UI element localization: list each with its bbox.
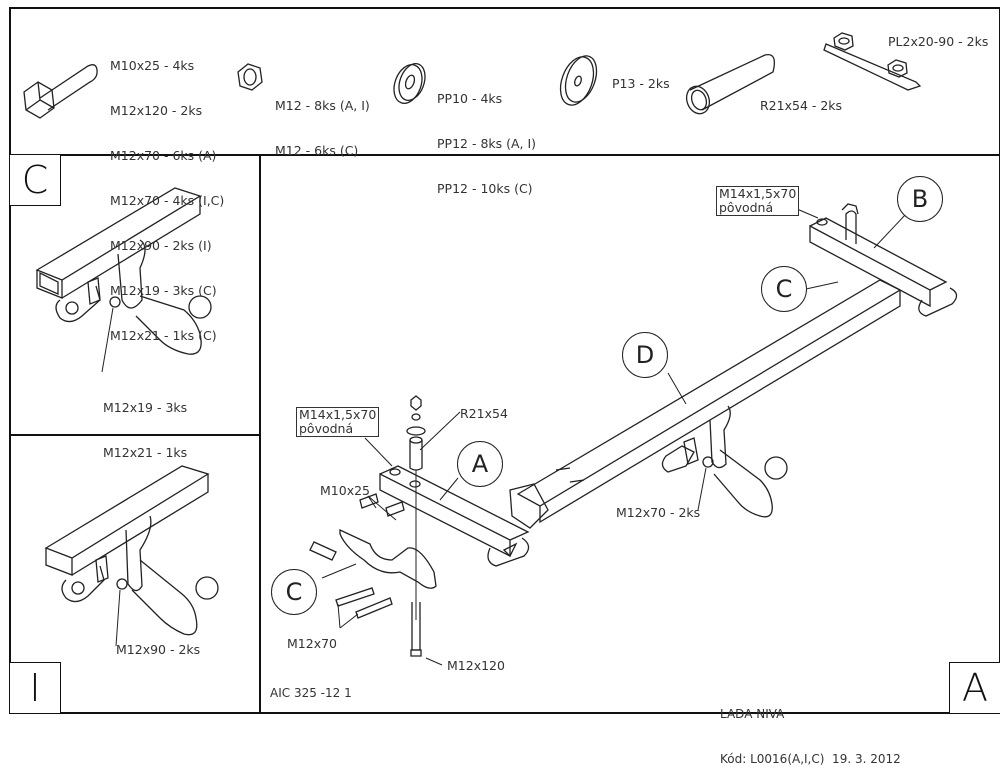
crossbar-d-drawing	[509, 279, 902, 529]
bolt-item: M12x90 - 2ks (I)	[110, 238, 212, 253]
bolt-item: M12x70 - 6ks (A)	[110, 148, 217, 163]
crossbar-a-drawing	[379, 465, 530, 567]
bolt-item: M12x19 - 3ks (C)	[110, 283, 217, 298]
panel-c-hitch-drawing	[35, 187, 212, 373]
bolts-list: M10x25 - 4ks M12x120 - 2ks M12x70 - 6ks …	[110, 28, 224, 358]
orig-bolt-callout-left: M14x1,5x70 pôvodná	[296, 407, 380, 437]
spacer-tube-icon	[685, 53, 776, 115]
panel-c-callout: M12x19 - 3ks M12x21 - 1ks	[103, 370, 187, 475]
washer-item: PP10 - 4ks	[437, 91, 503, 106]
bolt-icon	[23, 64, 98, 119]
bolt-item: M12x70 - 4ks (I,C)	[110, 193, 225, 208]
large-washer-label: P13 - 2ks	[612, 76, 670, 91]
callout-line: M14x1,5x70	[719, 186, 797, 201]
nut-item: M12 - 8ks (A, I)	[275, 98, 370, 113]
product-code: Kód: L0016(A,I,C) 19. 3. 2012	[720, 752, 901, 766]
m12x120-callout: M12x120	[447, 658, 505, 673]
drawing-number: AIC 325 -12 1	[270, 686, 352, 700]
leader-lines	[321, 205, 907, 666]
label-circle-c-left: C	[271, 569, 317, 615]
plate-label: PL2x20-90 - 2ks	[888, 34, 989, 49]
panel-i-label: I	[9, 662, 61, 714]
nut-icon	[237, 63, 263, 91]
m12x70-callout: M12x70	[287, 636, 337, 651]
callout-line: M12x21 - 1ks	[103, 445, 188, 460]
bolt-item: M12x21 - 1ks (C)	[110, 328, 217, 343]
nuts-list: M12 - 8ks (A, I) M12 - 6ks (C)	[275, 68, 370, 173]
panel-c-label: C	[9, 154, 61, 206]
label-circle-b: B	[897, 176, 943, 222]
washers-list: PP10 - 4ks PP12 - 8ks (A, I) PP12 - 10ks…	[437, 61, 536, 211]
washer-icon	[393, 63, 426, 104]
callout-line: M12x19 - 3ks	[103, 400, 188, 415]
vehicle-name: LADA NIVA	[720, 707, 785, 721]
label-circle-d: D	[622, 332, 668, 378]
crossbar-b-drawing	[809, 203, 958, 317]
panel-i-callout: M12x90 - 2ks	[116, 642, 201, 657]
nut-item: M12 - 6ks (C)	[275, 143, 359, 158]
m10-callout: M10x25	[320, 483, 370, 498]
bolt-item: M10x25 - 4ks	[110, 58, 195, 73]
bracket-c-drawing	[309, 493, 437, 619]
callout-line: M14x1,5x70	[299, 407, 377, 422]
panel-i-hitch-drawing	[44, 465, 219, 647]
main-hitch-drawing	[661, 405, 788, 518]
drawing-artwork	[23, 32, 958, 666]
main-view-label: A	[949, 662, 1000, 714]
label-circle-a: A	[457, 441, 503, 487]
label-circle-c-main: C	[761, 266, 807, 312]
callout-line: pôvodná	[299, 421, 354, 436]
m12x70-2ks-callout: M12x70 - 2ks	[616, 505, 701, 520]
spacer-stack-drawing	[406, 395, 426, 657]
orig-bolt-callout-right: M14x1,5x70 pôvodná	[716, 186, 800, 216]
bolt-item: M12x120 - 2ks	[110, 103, 203, 118]
spacer-callout: R21x54	[460, 406, 508, 421]
washer-item: PP12 - 10ks (C)	[437, 181, 533, 196]
large-washer-icon	[559, 55, 598, 106]
plate-icon	[823, 32, 922, 91]
washer-item: PP12 - 8ks (A, I)	[437, 136, 537, 151]
spacer-label: R21x54 - 2ks	[760, 98, 843, 113]
callout-line: pôvodná	[719, 200, 774, 215]
title-block: LADA NIVA Kód: L0016(A,I,C) 19. 3. 2012	[720, 677, 901, 782]
